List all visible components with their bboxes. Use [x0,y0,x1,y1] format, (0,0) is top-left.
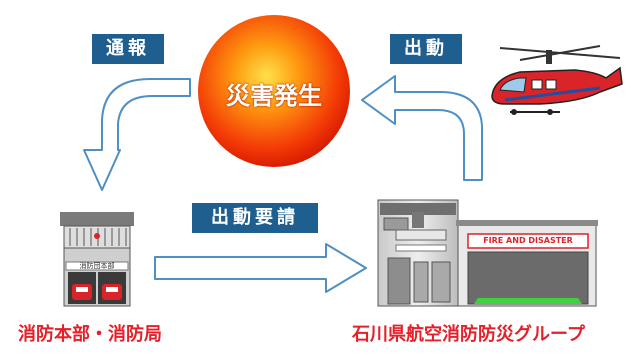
report-arrow [83,78,191,191]
aviation-base-caption: 石川県航空消防防災グループ [352,324,585,345]
fire-truck-icon [72,284,122,300]
fire-station-building [60,212,134,307]
helicopter-icon [491,45,623,115]
aviation-base-building [377,199,598,307]
disaster-circle [198,15,350,167]
dispatch-tag: 出動 [390,34,462,64]
disaster-label: 災害発生 [226,82,322,110]
request-arrow [154,243,367,293]
fire-station-caption: 消防本部・消防局 [18,324,162,345]
hangar-sign: FIRE AND DISASTER [483,236,573,245]
report-tag: 通報 [92,34,164,64]
fire-station-sign: 消防団本部 [79,262,115,270]
request-tag: 出動要請 [192,203,318,233]
dispatch-arrow [361,75,483,181]
